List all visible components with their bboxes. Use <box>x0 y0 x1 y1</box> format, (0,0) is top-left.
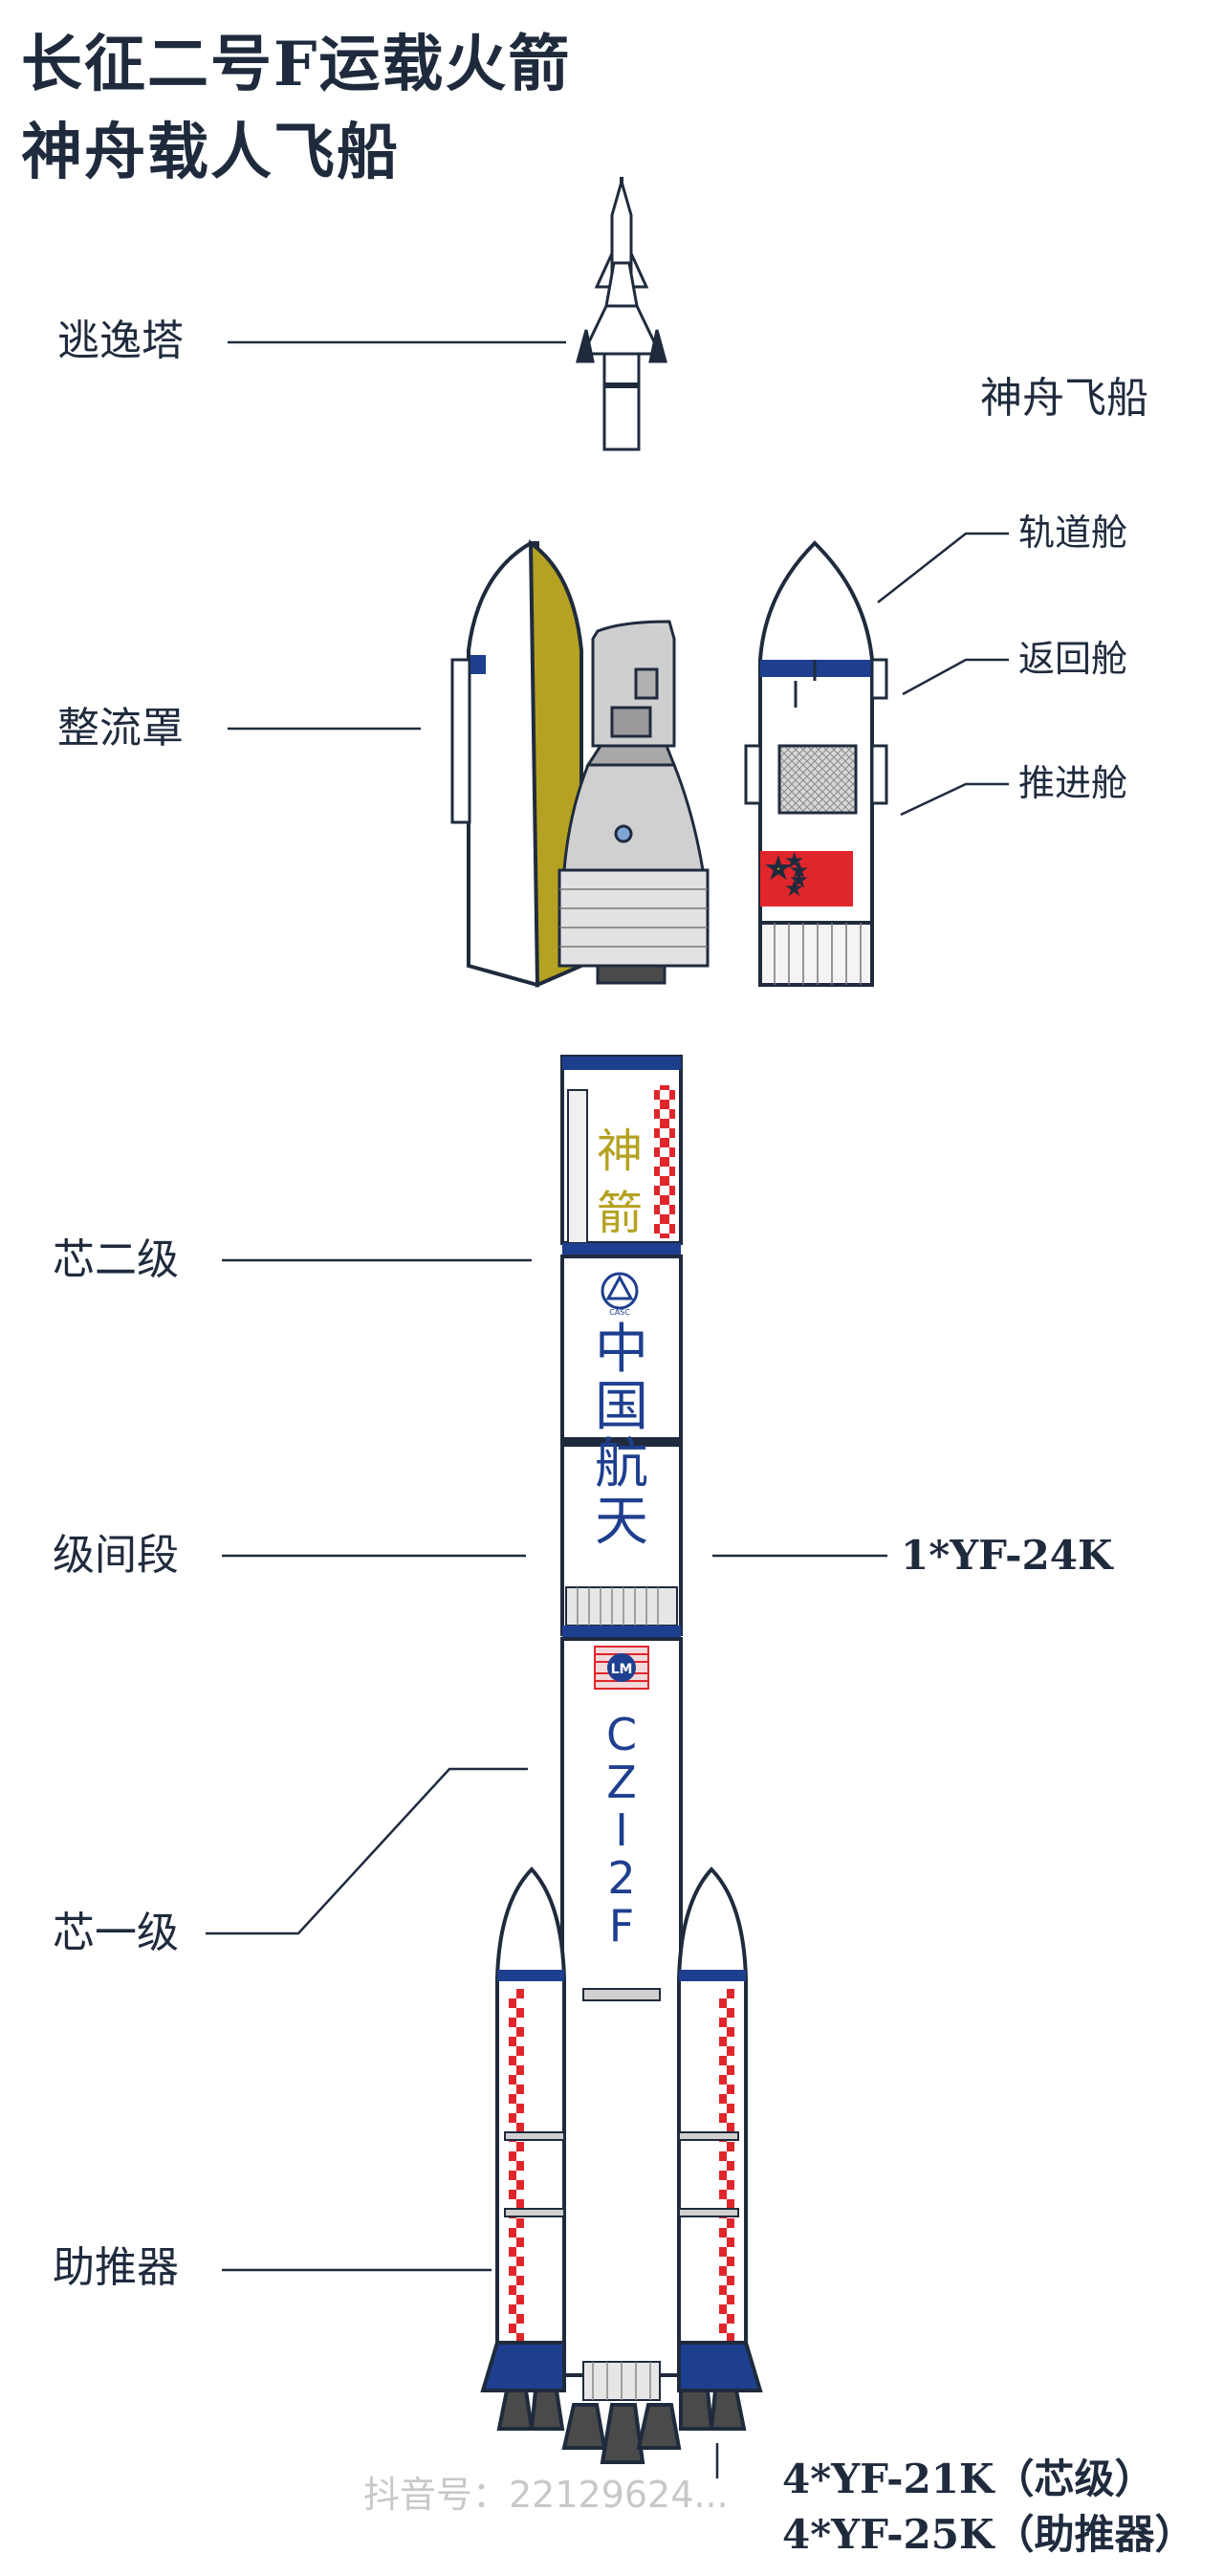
first-stage-body <box>560 1637 683 2377</box>
label-engine-core: 4*YF-21K（芯级） <box>782 2456 1155 2502</box>
booster-left <box>480 1867 566 2431</box>
label-boosters: 助推器 <box>53 2243 179 2292</box>
booster-right <box>677 1867 763 2431</box>
lm-logo-icon: LM <box>594 1646 649 1690</box>
casc-text: CASC <box>609 1308 630 1317</box>
svg-text:★: ★ <box>796 876 802 884</box>
rocket-lettering: 神 箭 CASC 中 国 航 天 LM C Z I 2 F <box>594 1124 649 1952</box>
rocket-text-jian: 箭 <box>597 1187 643 1240</box>
label-orbital-module: 轨道舱 <box>1018 512 1128 554</box>
svg-text:★: ★ <box>796 866 802 875</box>
rocket-text-zhong: 中 <box>595 1319 648 1381</box>
label-second-stage: 芯二级 <box>53 1235 179 1284</box>
main-rocket <box>560 1055 683 2464</box>
rocket-text-shen: 神 <box>597 1124 643 1178</box>
casc-logo-icon: CASC <box>601 1272 639 1317</box>
leader-propulsion-module <box>900 782 1009 817</box>
rocket-text-c: C <box>606 1709 637 1760</box>
watermark: 抖音号：22129624... <box>363 2474 729 2516</box>
svg-text:★: ★ <box>770 857 787 880</box>
leader-return-module <box>902 658 1009 696</box>
spacecraft-cutaway: ★ ★ ★ ★ ★ <box>744 540 888 987</box>
svg-text:★: ★ <box>791 857 798 865</box>
page-title-line1: 长征二号F运载火箭 <box>21 29 572 100</box>
label-interstage: 级间段 <box>53 1531 179 1580</box>
page-title-line2: 神舟载人飞船 <box>21 117 400 188</box>
rocket-text-2: 2 <box>607 1852 635 1904</box>
rocket-text-tian: 天 <box>595 1491 648 1553</box>
leader-lines <box>206 340 1009 2478</box>
label-fairing: 整流罩 <box>57 704 184 753</box>
label-propulsion-module: 推进舱 <box>1018 762 1128 804</box>
rocket-text-i: I <box>615 1804 628 1856</box>
label-spacecraft: 神舟飞船 <box>980 374 1148 423</box>
label-escape-tower: 逃逸塔 <box>57 317 184 365</box>
label-engine-second-stage: 1*YF-24K <box>901 1532 1113 1579</box>
escape-tower <box>576 176 667 451</box>
label-return-module: 返回舱 <box>1018 638 1128 680</box>
leader-first-stage <box>206 1767 528 1935</box>
rocket-text-z: Z <box>606 1757 637 1808</box>
rocket-text-guo: 国 <box>595 1376 648 1438</box>
rocket-text-f: F <box>609 1900 634 1952</box>
leader-orbital-module <box>877 532 1009 603</box>
lm-logo-text: LM <box>611 1662 633 1677</box>
shenzhou-spacecraft <box>557 620 710 985</box>
china-flag: ★ ★ ★ ★ ★ <box>760 851 853 906</box>
label-engine-booster: 4*YF-25K（助推器） <box>782 2511 1195 2558</box>
svg-text:★: ★ <box>791 884 798 893</box>
rocket-text-hang: 航 <box>595 1433 648 1495</box>
label-first-stage: 芯一级 <box>53 1909 179 1957</box>
